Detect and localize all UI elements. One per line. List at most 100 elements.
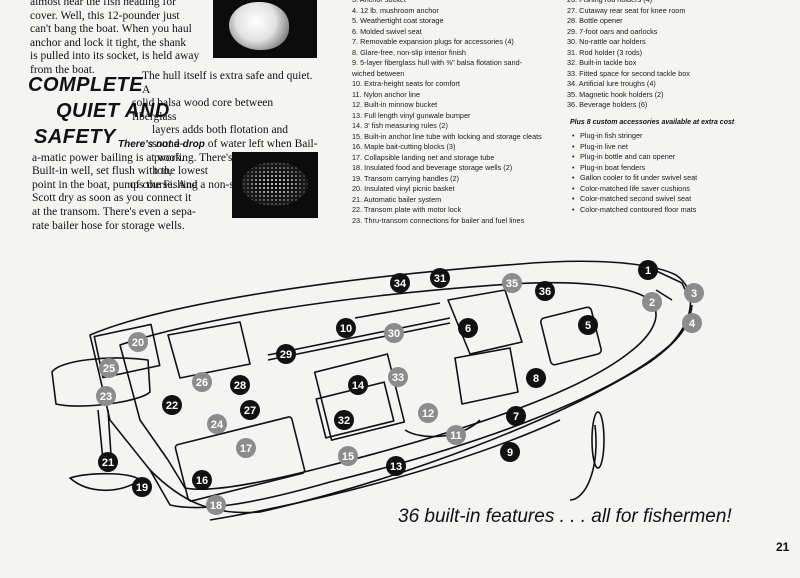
callout-marker [338, 446, 358, 466]
list-item: 17. Collapsible landing net and storage … [352, 152, 495, 162]
bailer-photo [232, 152, 318, 218]
callout-marker [418, 403, 438, 423]
page-number: 21 [776, 540, 790, 554]
callout-25: 25 [99, 358, 119, 378]
callout-marker [132, 477, 152, 497]
callout-number: 32 [338, 415, 350, 427]
list-item: 36. Beverage holders (6) [567, 100, 648, 109]
callout-13: 13 [386, 456, 406, 476]
callout-number: 5 [585, 320, 591, 332]
anchor-photo [213, 0, 317, 58]
callout-marker [458, 318, 478, 338]
bail-lead-rest: of water left when Bail- [207, 138, 318, 150]
headline-line: SAFETY [34, 126, 116, 148]
callout-26: 26 [192, 372, 212, 392]
list-item: 31. Rod holder (3 rods) [567, 47, 643, 57]
callout-number: 14 [352, 380, 365, 392]
callout-4: 4 [682, 313, 702, 333]
callout-17: 17 [236, 438, 256, 458]
swivel-seat [447, 289, 523, 405]
headline-line: QUIET AND [56, 100, 170, 122]
callout-36: 36 [535, 281, 555, 301]
callout-marker [276, 344, 296, 364]
intro-line: is pulled into its socket, is held away [30, 50, 200, 63]
list-item: 21. Automatic bailer system [352, 194, 442, 204]
callout-marker [206, 495, 226, 515]
callout-27: 27 [240, 400, 260, 420]
list-item: 7. Removable expansion plugs for accesso… [352, 37, 514, 46]
bail-line: a-matic power bailing is at work. [32, 151, 185, 164]
callout-number: 24 [211, 419, 224, 431]
list-item: Color-matched second swivel seat [572, 194, 792, 205]
callout-marker [638, 260, 658, 280]
callout-9: 9 [500, 442, 520, 462]
callout-22: 22 [162, 395, 182, 415]
oar-left-shaft [267, 322, 451, 361]
feature-list-right: 26. Fishing rod holders (4)27. Cutaway r… [567, 0, 791, 111]
callout-3: 3 [684, 283, 704, 303]
callout-number: 17 [240, 443, 252, 455]
hull-line: The hull itself is extra safe and quiet.… [142, 70, 313, 96]
callout-number: 30 [388, 328, 400, 340]
list-item: 28. Bottle opener [567, 16, 623, 25]
callout-marker [430, 268, 450, 288]
bail-line: point in the boat, pumps the Fishing [32, 178, 198, 191]
callout-number: 19 [136, 482, 148, 494]
intro-line: from the boat. [30, 63, 95, 76]
list-item: 16. Maple bait-cutting blocks (3) [352, 142, 456, 151]
callout-number: 22 [166, 400, 178, 412]
callout-number: 12 [422, 408, 434, 420]
callout-number: 11 [450, 430, 462, 442]
bail-line: rate bailer hose for storage wells. [32, 219, 185, 232]
bail-line: at the transom. There's even a sepa- [32, 205, 196, 218]
list-item: 14. 3' fish measuring rules (2) [352, 121, 448, 130]
callout-layer: 1234567891011121314151617181920212223242… [96, 260, 704, 515]
callout-20: 20 [128, 332, 148, 352]
callout-marker [192, 470, 212, 490]
section-headline: COMPLETE QUIET AND SAFETY [28, 72, 170, 150]
list-item: 29. 7-foot oars and oarlocks [567, 26, 658, 36]
callout-16: 16 [192, 470, 212, 490]
callout-12: 12 [418, 403, 438, 423]
rod-holder-line [354, 302, 441, 319]
bail-line: There's not a drop of water left when Ba… [118, 138, 318, 152]
list-item: 10. Extra-height seats for comfort [352, 79, 460, 88]
bail-line: Scott dry as soon as you connect it [32, 192, 192, 205]
callout-marker [386, 456, 406, 476]
callout-18: 18 [206, 495, 226, 515]
oar-left [267, 317, 451, 356]
list-item: Plug-in bottle and can opener [572, 152, 792, 163]
list-item: 22. Transom plate with motor lock [352, 205, 462, 214]
list-item: 26. Fishing rod holders (4) [567, 0, 791, 6]
callout-number: 8 [533, 373, 539, 385]
list-item: Plug-in fish stringer [572, 131, 792, 142]
callout-34: 34 [390, 273, 410, 293]
hull-line: layers adds both flotation and sound- [152, 124, 289, 150]
list-item: Gallon cooler to fit under swivel seat [572, 173, 792, 184]
list-item: 27. Cutaway rear seat for knee room [567, 5, 686, 15]
callout-15: 15 [338, 446, 358, 466]
callout-5: 5 [578, 315, 598, 335]
callout-number: 21 [102, 457, 114, 469]
outboard-motor-cowl [51, 357, 151, 407]
callout-number: 9 [507, 447, 513, 459]
callout-marker [336, 318, 356, 338]
callout-number: 18 [210, 500, 222, 512]
list-item: 19. Transom carrying handles (2) [352, 173, 460, 183]
feature-list-left: 3. Anchor socket4. 12 lb. mushroom ancho… [352, 0, 560, 226]
boat-diagram: 1234567891011121314151617181920212223242… [51, 260, 704, 521]
boat-deck-edge [119, 281, 657, 490]
list-item: 20. Insulated vinyl picnic basket [352, 184, 455, 193]
intro-line: can't bang the boat. When you haul [30, 23, 192, 36]
anchor-photo-highlight [229, 2, 289, 50]
callout-marker [192, 372, 212, 392]
hull-line: solid balsa wood core between fiberglass [132, 97, 274, 123]
callout-28: 28 [230, 375, 250, 395]
list-item: Plug-in live net [572, 142, 792, 153]
callout-number: 6 [465, 323, 471, 335]
callout-1: 1 [638, 260, 658, 280]
motor-well [93, 323, 161, 379]
callout-marker [207, 414, 227, 434]
callout-7: 7 [506, 406, 526, 426]
headline-line: COMPLETE [28, 74, 144, 96]
